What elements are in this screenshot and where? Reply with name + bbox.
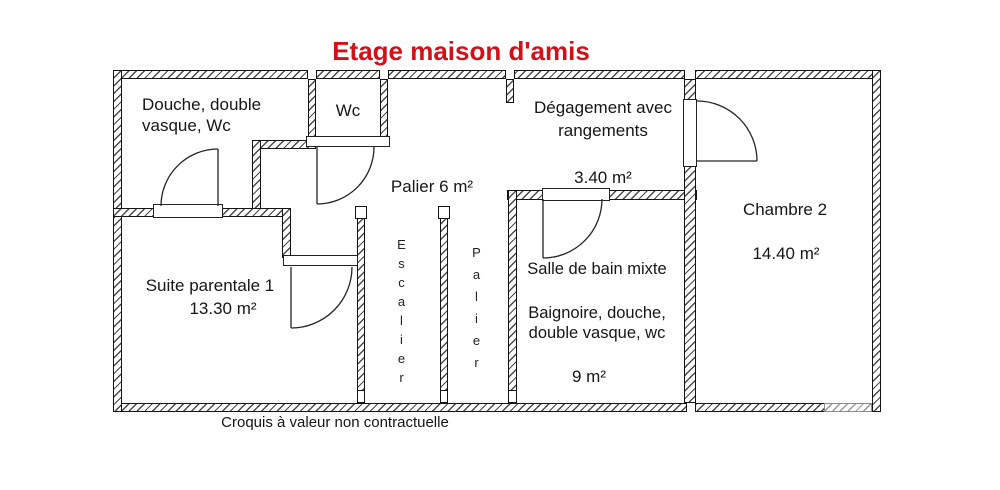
suite-door-arc xyxy=(290,266,353,329)
room-label-wc: Wc xyxy=(335,101,361,120)
room-label-chambre2: Chambre 2 xyxy=(742,200,828,219)
room-label-suite: Suite parentale 1 xyxy=(145,276,275,295)
wall-right xyxy=(872,70,881,412)
desc-label-salle-line2: double vasque, wc xyxy=(528,323,666,342)
room-label-degagement-line2: rangements xyxy=(558,121,648,140)
area-label-degagement: 3.40 m² xyxy=(574,168,632,187)
wall-bathroom-left-foot xyxy=(508,390,517,403)
room-label-degagement: Dégagement avec rangements xyxy=(503,96,703,142)
room-label-douche-line2: vasque, Wc xyxy=(142,116,231,135)
desc-label-salle-de-bain: Baignoire, douche, double vasque, wc xyxy=(506,304,688,343)
wall-degagement-stub xyxy=(506,79,514,103)
vertical-label-palier: Palier xyxy=(469,245,484,377)
joint-top-1 xyxy=(307,70,317,79)
area-label-salle-de-bain: 9 m² xyxy=(572,367,606,386)
wall-stair-left-cap xyxy=(355,206,367,219)
joint-bottom-1 xyxy=(686,403,696,412)
caption-note: Croquis à valeur non contractuelle xyxy=(221,414,449,431)
room-label-degagement-line1: Dégagement avec xyxy=(534,98,672,117)
threshold-bathroom-door xyxy=(542,188,610,201)
window-segment xyxy=(824,403,872,412)
douche-door-arc xyxy=(160,148,219,207)
threshold-chambre-door xyxy=(683,99,697,167)
room-label-salle-de-bain: Salle de bain mixte xyxy=(527,260,667,278)
joint-top-2 xyxy=(379,70,389,79)
chambre-door-arc xyxy=(696,100,758,162)
threshold-suite-bath-door xyxy=(153,204,223,218)
wall-stair-left-foot xyxy=(357,390,365,403)
room-label-douche-line1: Douche, double xyxy=(142,95,262,114)
vertical-label-escalier: Escalier xyxy=(394,237,409,389)
page-title: Etage maison d'amis xyxy=(332,36,590,66)
threshold-suite-entry xyxy=(283,255,358,266)
area-label-suite: 13.30 m² xyxy=(189,299,257,318)
wc-door-arc xyxy=(316,146,375,205)
wall-stair-right-cap xyxy=(438,206,450,219)
room-label-palier-landing: Palier 6 m² xyxy=(390,177,474,196)
threshold-wc-door xyxy=(306,136,390,147)
joint-top-4 xyxy=(684,70,696,79)
desc-label-salle-line1: Baignoire, douche, xyxy=(528,304,666,322)
bathroom-door-arc xyxy=(542,198,603,259)
wall-left xyxy=(113,70,122,412)
joint-top-3 xyxy=(505,70,515,79)
room-label-douche: Douche, double vasque, Wc xyxy=(142,94,312,136)
area-label-chambre2: 14.40 m² xyxy=(752,244,820,263)
wall-stair-right-foot xyxy=(440,390,448,403)
